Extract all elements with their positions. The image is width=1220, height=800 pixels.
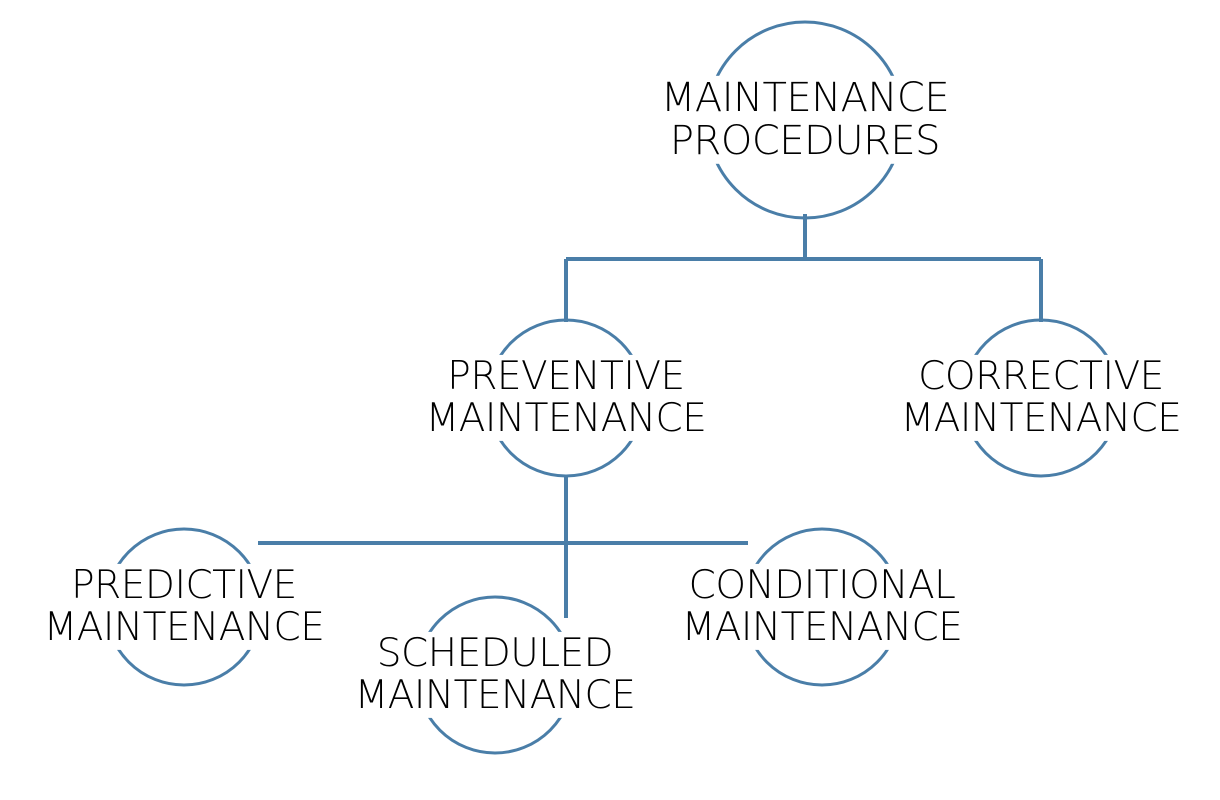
node-label-root[interactable]: MAINTENANCE PROCEDURES: [656, 74, 954, 165]
node-label-scheduled[interactable]: SCHEDULED MAINTENANCE: [350, 630, 640, 719]
node-corrective-line2: MAINTENANCE: [900, 396, 1182, 441]
node-root-line2: PROCEDURES: [669, 118, 941, 164]
node-root-line1: MAINTENANCE: [660, 74, 950, 121]
node-predictive-line1: PREDICTIVE: [71, 562, 297, 608]
node-preventive-line2: MAINTENANCE: [425, 396, 707, 441]
node-conditional-line1: CONDITIONAL: [688, 562, 956, 608]
node-label-corrective[interactable]: CORRECTIVE MAINTENANCE: [896, 353, 1186, 442]
node-scheduled-line1: SCHEDULED: [376, 630, 614, 676]
node-label-preventive[interactable]: PREVENTIVE MAINTENANCE: [421, 353, 711, 442]
node-scheduled-line2: MAINTENANCE: [354, 673, 636, 718]
node-label-predictive[interactable]: PREDICTIVE MAINTENANCE: [39, 562, 329, 651]
node-corrective-line1: CORRECTIVE: [918, 353, 1164, 399]
node-predictive-line2: MAINTENANCE: [43, 605, 325, 650]
node-conditional-line2: MAINTENANCE: [681, 605, 963, 650]
connector-lines: [258, 214, 1043, 618]
node-label-conditional[interactable]: CONDITIONAL MAINTENANCE: [677, 562, 967, 651]
node-preventive-line1: PREVENTIVE: [447, 353, 685, 399]
